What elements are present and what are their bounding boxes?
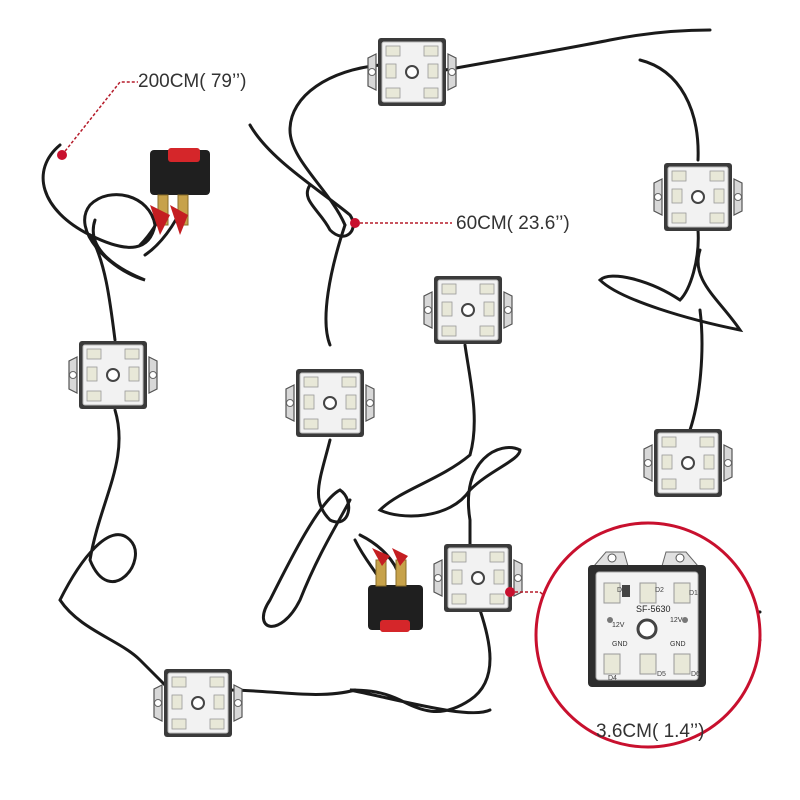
chip-model-label: SF-5630 xyxy=(636,604,671,614)
led-module xyxy=(153,668,243,738)
diode-label: D5 xyxy=(657,671,666,678)
voltage-label-right: 12V xyxy=(670,617,683,624)
led-module xyxy=(68,340,158,410)
led-module xyxy=(285,368,375,438)
diode-label: D6 xyxy=(691,671,700,678)
marker-dot xyxy=(57,150,67,160)
diode-label: D4 xyxy=(608,675,617,682)
module-detail-magnifier: SF-5630 12V 12V GND GND D1 D2 D3 D4 D5 D… xyxy=(534,521,762,749)
marker-dot xyxy=(505,587,515,597)
diode-label: D3 xyxy=(617,587,626,594)
left-rocker-switch xyxy=(150,148,210,235)
voltage-label-left: 12V xyxy=(612,622,625,629)
link-cable-length-label: 60CM( 23.6’’) xyxy=(456,213,570,234)
right-rocker-switch xyxy=(368,548,423,632)
led-module xyxy=(423,275,513,345)
led-module xyxy=(433,543,523,613)
led-module xyxy=(367,37,457,107)
ground-label-left: GND xyxy=(612,641,628,648)
led-module xyxy=(643,428,733,498)
marker-dot xyxy=(350,218,360,228)
led-module xyxy=(653,162,743,232)
ground-label-right: GND xyxy=(670,641,686,648)
module-size-label: 3.6CM( 1.4’’) xyxy=(596,721,705,742)
diode-label: D2 xyxy=(655,587,664,594)
power-cord-length-label: 200CM( 79’’) xyxy=(138,71,247,92)
cables xyxy=(41,28,762,715)
diode-label: D1 xyxy=(689,590,698,597)
